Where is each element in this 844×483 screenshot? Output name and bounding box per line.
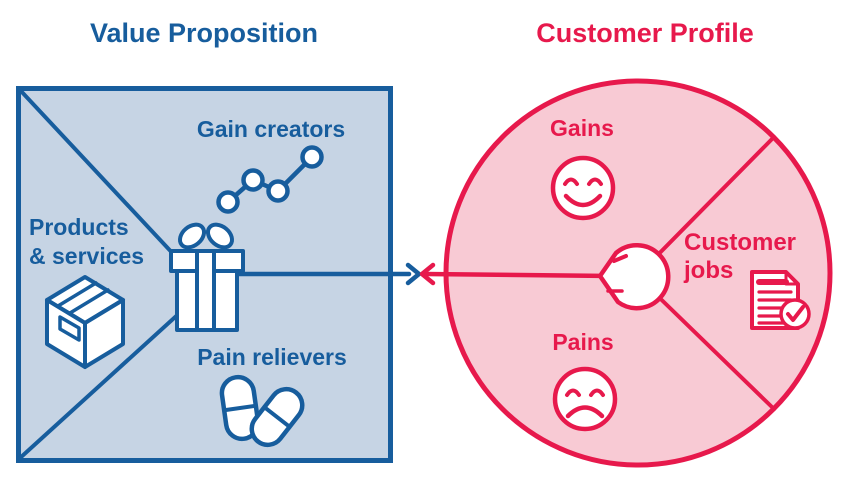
pills-icon xyxy=(219,374,305,448)
check-circle xyxy=(779,298,811,330)
box-label xyxy=(58,315,81,342)
document-check-icon xyxy=(750,270,811,330)
growth-chart-icon xyxy=(216,145,324,214)
customer-profile-title: Customer Profile xyxy=(536,17,754,48)
arrow-right-icon xyxy=(405,262,422,286)
pains-label: Pains xyxy=(552,329,614,356)
gift-icon xyxy=(169,222,245,332)
gain-creators-label: Gain creators xyxy=(196,116,346,143)
doc-text-lines xyxy=(757,290,793,325)
sad-face-icon xyxy=(552,366,618,432)
check-mark xyxy=(786,305,805,322)
box-seam xyxy=(56,281,110,315)
products-services-label: Products & services xyxy=(29,214,145,269)
customer-jobs-label: Customer jobs xyxy=(684,229,797,284)
happy-face-icon xyxy=(550,155,616,221)
value-proposition-title: Value Proposition xyxy=(89,17,319,48)
package-box-icon xyxy=(45,275,125,369)
divider-left xyxy=(422,271,615,279)
eyebrow xyxy=(612,254,628,263)
gains-label: Gains xyxy=(550,115,614,142)
arrow-left-icon xyxy=(419,262,436,286)
pain-relievers-label: Pain relievers xyxy=(197,344,347,371)
head-profile-icon xyxy=(597,242,671,311)
